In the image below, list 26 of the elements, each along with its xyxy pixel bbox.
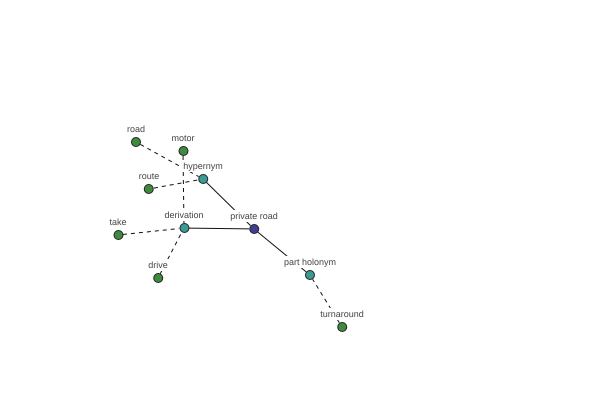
dashed-line bbox=[140, 144, 200, 178]
node-label: road bbox=[126, 123, 146, 135]
graph-node bbox=[182, 160, 224, 184]
graph-node bbox=[229, 210, 279, 234]
node-label: part holonym bbox=[282, 256, 338, 268]
graph-node bbox=[163, 209, 205, 233]
node-label: route bbox=[138, 170, 160, 182]
dashed-line bbox=[153, 179, 199, 189]
node-label: private road bbox=[229, 210, 279, 222]
graph-node bbox=[138, 170, 160, 194]
graph-node bbox=[147, 259, 169, 283]
graph-node bbox=[282, 256, 338, 280]
connector-line bbox=[188, 228, 250, 230]
node-label: take bbox=[108, 216, 128, 228]
graph-node bbox=[170, 132, 196, 156]
graph-node bbox=[319, 308, 365, 332]
dashed-line bbox=[312, 278, 340, 324]
dashed-line bbox=[160, 232, 182, 274]
node-label: derivation bbox=[163, 209, 205, 221]
node-label: turnaround bbox=[319, 308, 365, 320]
node-label: hypernym bbox=[182, 160, 224, 172]
graph-node bbox=[126, 123, 146, 147]
node-label: drive bbox=[147, 259, 169, 271]
dashed-line bbox=[182, 156, 184, 224]
node-label: motor bbox=[170, 132, 196, 144]
graph-node bbox=[108, 216, 128, 240]
